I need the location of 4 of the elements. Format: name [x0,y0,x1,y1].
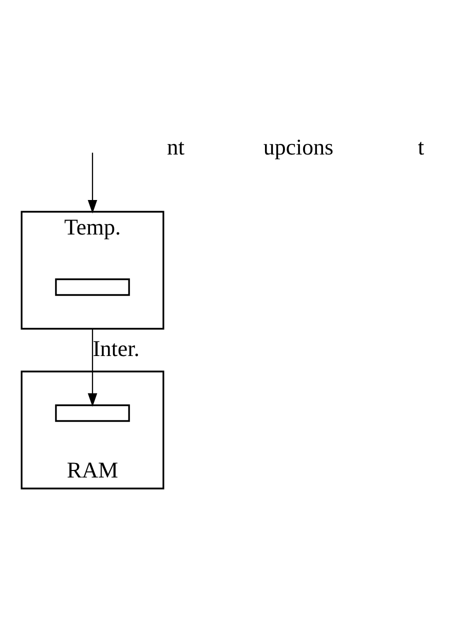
label: nt [166,134,185,160]
label: t [418,134,424,160]
edge-label: Inter. [92,336,140,361]
label: upcions [263,134,334,160]
